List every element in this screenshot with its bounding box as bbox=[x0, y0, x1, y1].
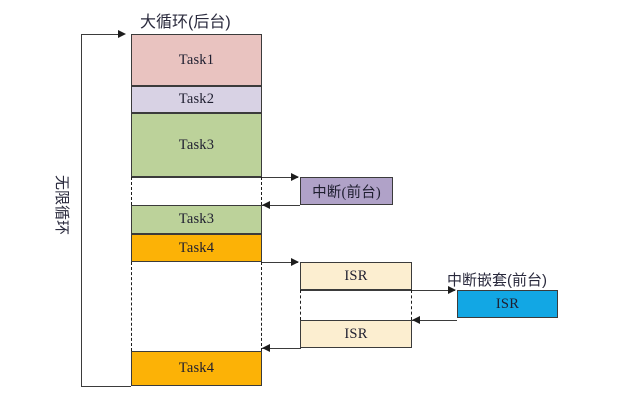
interrupt-return-arrow-icon bbox=[262, 200, 270, 209]
nested-enter-arrow-icon bbox=[448, 285, 456, 294]
task4-upper-label: Task4 bbox=[178, 239, 215, 256]
isr-nested-label: ISR bbox=[495, 295, 520, 312]
interrupt-box-label: 中断(前台) bbox=[312, 184, 381, 201]
loop-arrow-top-line bbox=[81, 34, 123, 35]
isr-gap-dash-right bbox=[411, 290, 412, 320]
task4-block-upper: Task4 bbox=[131, 234, 262, 262]
title-big-loop: 大循环(后台) bbox=[140, 14, 231, 31]
interrupt-box: 中断(前台) bbox=[300, 177, 393, 205]
task2-block: Task2 bbox=[131, 86, 262, 113]
task-gap-dash-right bbox=[261, 177, 262, 205]
task1-label: Task1 bbox=[178, 51, 215, 68]
isr-block-lower: ISR bbox=[300, 320, 412, 348]
nested-return-arrow-icon bbox=[412, 315, 420, 324]
task3-block-lower: Task3 bbox=[131, 205, 262, 234]
loop-label: 无限循环 bbox=[53, 175, 70, 236]
isr-return-arrow-icon bbox=[262, 343, 270, 352]
task4-block-lower: Task4 bbox=[131, 351, 262, 386]
isr-block-upper: ISR bbox=[300, 262, 412, 290]
loop-vertical-line bbox=[81, 34, 82, 386]
isr-lower-label: ISR bbox=[344, 325, 368, 342]
task3-block-upper: Task3 bbox=[131, 113, 262, 177]
task1-block: Task1 bbox=[131, 34, 262, 86]
task-gap2-dash-right bbox=[261, 262, 262, 351]
nested-return-line bbox=[412, 320, 457, 321]
interrupt-enter-line bbox=[262, 177, 298, 178]
isr-return-line bbox=[262, 348, 300, 349]
isr-enter-arrow-icon bbox=[291, 257, 299, 266]
task3-lower-label: Task3 bbox=[178, 211, 215, 227]
isr-enter-line bbox=[262, 262, 298, 263]
nested-enter-line bbox=[412, 290, 455, 291]
task-gap-dash-left bbox=[131, 177, 132, 205]
loop-arrow-head-icon bbox=[118, 29, 126, 38]
isr-block-nested: ISR bbox=[457, 290, 558, 318]
task-gap2-dash-left bbox=[131, 262, 132, 351]
task2-label: Task2 bbox=[178, 91, 215, 107]
isr-gap-top-line bbox=[300, 290, 412, 291]
task-gap-top-line bbox=[131, 177, 262, 178]
isr-gap-dash-left bbox=[300, 290, 301, 320]
loop-bottom-line bbox=[81, 386, 131, 387]
nested-interrupt-title: 中断嵌套(前台) bbox=[447, 272, 547, 289]
interrupt-return-line bbox=[262, 205, 300, 206]
task3-upper-label: Task3 bbox=[178, 136, 215, 153]
isr-return-corner bbox=[300, 348, 301, 349]
task4-lower-label: Task4 bbox=[178, 360, 215, 376]
isr-upper-label: ISR bbox=[344, 267, 368, 284]
interrupt-enter-arrow-icon bbox=[291, 172, 299, 181]
